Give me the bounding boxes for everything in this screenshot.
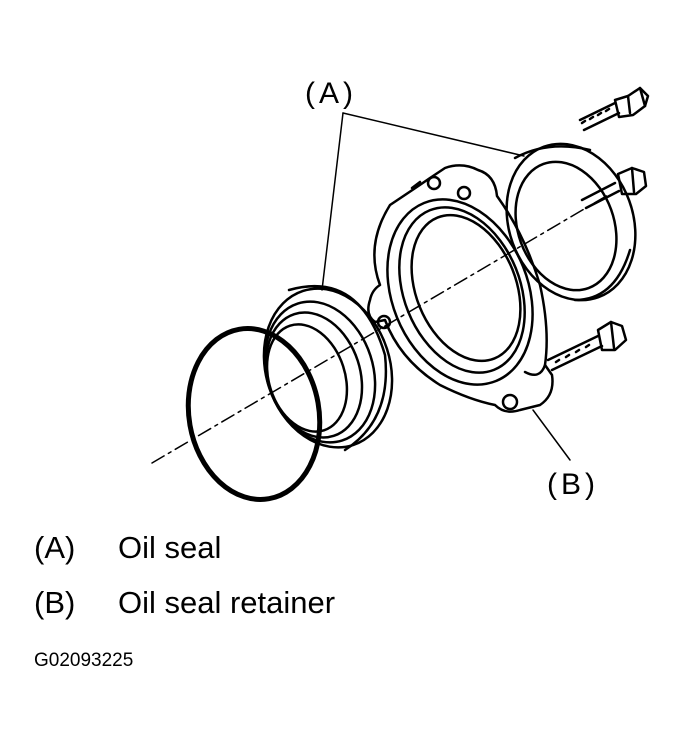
leader-lines-a	[321, 112, 525, 291]
figure-code: G02093225	[34, 650, 134, 671]
legend-label: Oil seal	[118, 530, 222, 565]
callout-a: (A)	[305, 77, 357, 110]
oil-seal-rear	[505, 142, 637, 302]
bolt-top	[578, 86, 650, 132]
legend-key: (B)	[34, 585, 76, 620]
legend-label: Oil seal retainer	[118, 585, 336, 620]
legend-item-oil-seal: (A) Oil seal	[34, 530, 221, 566]
oil-seal-retainer	[367, 164, 554, 413]
center-axis	[151, 194, 609, 464]
bolt-middle	[580, 166, 648, 210]
oil-seal-front	[262, 285, 394, 452]
legend-item-oil-seal-retainer: (B) Oil seal retainer	[34, 585, 335, 621]
bolt-bottom	[546, 320, 628, 372]
o-ring	[185, 326, 323, 502]
exploded-view-diagram: (A) (B)	[151, 77, 650, 502]
legend-key: (A)	[34, 530, 76, 565]
callout-b: (B)	[547, 468, 599, 501]
leader-line-b	[532, 409, 571, 461]
